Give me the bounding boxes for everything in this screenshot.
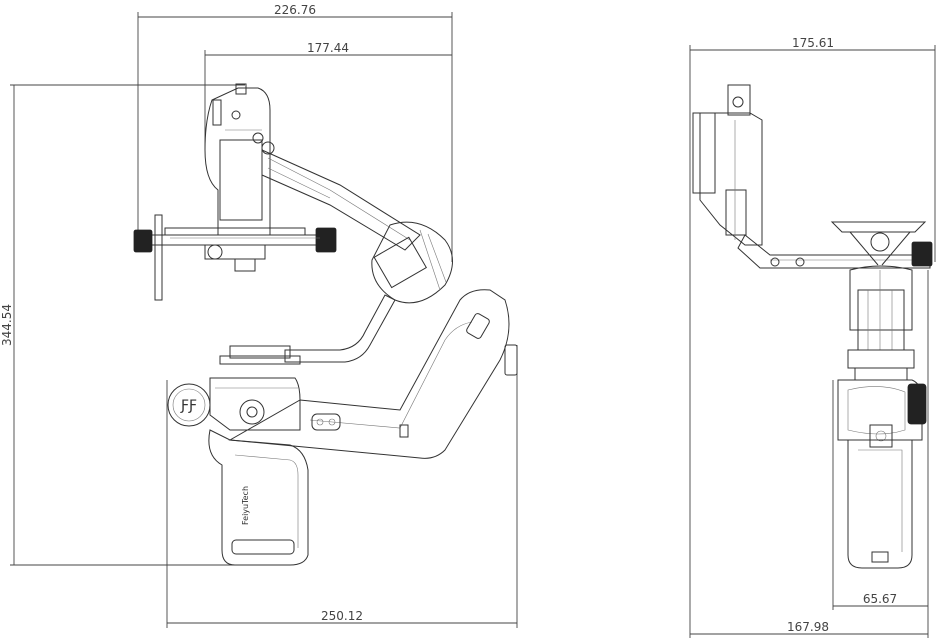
dim-front-bottom-width: 167.98: [787, 620, 829, 634]
dim-front-top-width: 175.61: [792, 36, 834, 50]
handle-brand-text: FeiyuTech: [241, 486, 250, 525]
feiyu-logo-icon: [167, 383, 211, 427]
svg-text:ƑƑ: ƑƑ: [180, 398, 197, 414]
dim-side-overall-width: 226.76: [274, 3, 316, 17]
gimbal-front-view: [692, 84, 933, 569]
gimbal-side-view: ƑƑ FeiyuTech: [133, 83, 518, 566]
dim-side-base-width: 250.12: [321, 609, 363, 623]
dim-front-grip-width: 65.67: [863, 592, 897, 606]
dim-side-height: 344.54: [0, 304, 14, 346]
front-dimensions: 175.61 167.98 65.67: [689, 36, 936, 638]
side-dimensions: 226.76 177.44 344.54 250.12: [0, 3, 518, 628]
dim-side-upper-width: 177.44: [307, 41, 349, 55]
